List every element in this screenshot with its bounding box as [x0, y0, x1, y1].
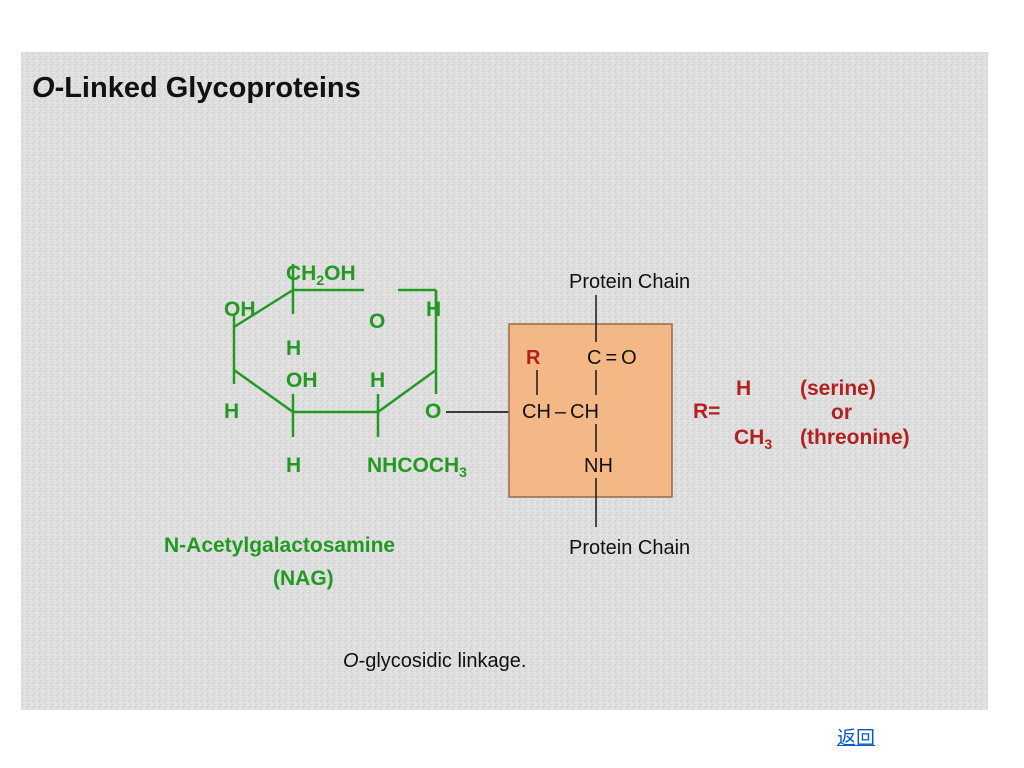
h-label-c2: H: [370, 369, 385, 392]
amino-acid-box: [508, 323, 673, 498]
protein-chain-bonds: [536, 295, 597, 527]
figure-caption: O-glycosidic linkage.: [343, 650, 526, 672]
h-label-c5: H: [224, 400, 239, 423]
carbonyl-label: C = O: [587, 347, 637, 369]
r-side-chain-label: R: [526, 347, 541, 369]
r-methyl-label: CH3: [734, 426, 772, 452]
sugar-atom-labels: CH2OH O OH H H OH H H H O NHCOCH3 N-Acet…: [164, 262, 467, 590]
back-link[interactable]: 返回: [837, 727, 876, 749]
structure-diagram: O-Linked Glycoproteins CH2OH O OH H H OH…: [21, 52, 988, 710]
oh-label-c4: OH: [224, 298, 256, 321]
amide-nh-label: NH: [584, 455, 613, 477]
ring-oxygen-label: O: [369, 310, 385, 333]
sugar-abbreviation: (NAG): [273, 567, 334, 590]
h-label-c3-bottom: H: [286, 454, 301, 477]
glycosidic-oxygen-label: O: [425, 400, 441, 423]
figure-title: O-Linked Glycoproteins: [32, 72, 361, 104]
r-equals-label: R=: [693, 400, 720, 423]
protein-labels: Protein Chain R C = O CH – CH NH Protein…: [522, 271, 690, 559]
textured-background: [21, 52, 988, 710]
h-label-c1: H: [426, 298, 441, 321]
sugar-name: N-Acetylgalactosamine: [164, 534, 395, 557]
alpha-carbon-label: CH – CH: [522, 401, 599, 423]
oh-label-c3: OH: [286, 369, 318, 392]
threonine-label: (threonine): [800, 426, 910, 449]
h-label-c4: H: [286, 337, 301, 360]
protein-chain-top: Protein Chain: [569, 271, 690, 293]
ch2oh-label: CH2OH: [286, 262, 356, 288]
sugar-ring-bonds: [232, 264, 438, 437]
or-label: or: [831, 401, 852, 424]
r-group-definition: R= H CH3 (serine) or (threonine): [693, 377, 910, 452]
o-linked-glycoprotein-figure: O-Linked Glycoproteins CH2OH O OH H H OH…: [21, 52, 988, 710]
protein-chain-bottom: Protein Chain: [569, 537, 690, 559]
nhcoch3-label: NHCOCH3: [367, 454, 467, 480]
r-hydrogen-label: H: [736, 377, 751, 400]
serine-label: (serine): [800, 377, 876, 400]
